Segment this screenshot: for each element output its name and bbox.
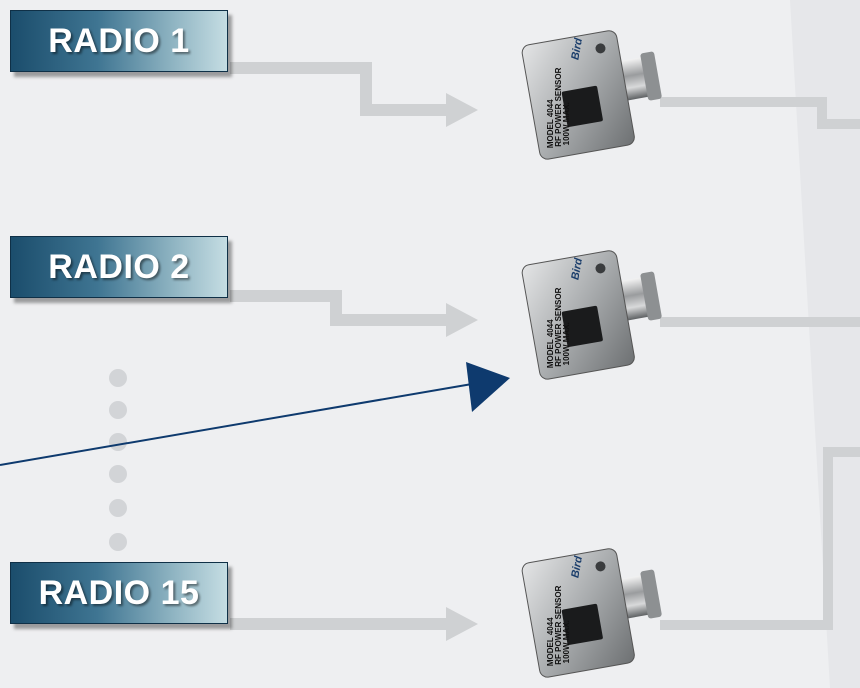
sensor-led [595, 561, 606, 572]
sensor-line-3: 100W MAX. [562, 620, 571, 663]
sensor-line-1: MODEL 4044 [546, 319, 555, 368]
connector-radio-1 [230, 62, 448, 116]
sensor-brand: Bird [569, 37, 585, 61]
output-line-1 [660, 97, 860, 129]
power-sensor-2: Bird MODEL 4044 RF POWER SENSOR 100W MAX… [521, 250, 662, 380]
background-right-band [790, 0, 860, 688]
radio-15-label: RADIO 15 [38, 573, 200, 612]
sensor-brand: Bird [569, 555, 585, 579]
sensor-line-2: RF POWER SENSOR [554, 585, 563, 664]
sensor-line-3: 100W MAX. [562, 322, 571, 365]
sensor-line-3: 100W MAX. [562, 102, 571, 145]
output-connectors [660, 97, 860, 630]
radio-1-label: RADIO 1 [48, 21, 190, 60]
output-line-15 [660, 447, 860, 630]
arrowhead-2 [446, 303, 478, 337]
arrowhead-15 [446, 607, 478, 641]
sensor-led [595, 263, 606, 274]
pointer-arrow-line [0, 383, 473, 466]
sensor-led [595, 43, 606, 54]
connector-radio-2 [230, 290, 448, 326]
radio-15-box: RADIO 15 [10, 562, 228, 624]
sensor-port [561, 603, 603, 645]
ellipsis-dots [109, 369, 127, 551]
power-sensor-15: Bird MODEL 4044 RF POWER SENSOR 100W MAX… [521, 548, 662, 678]
pointer-arrow-head [466, 362, 510, 412]
sensor-connector-nut [640, 51, 662, 101]
sensor-port [561, 85, 603, 127]
sensor-brand: Bird [569, 257, 585, 281]
sensor-connector-nut [640, 569, 662, 619]
radio-connectors [230, 62, 448, 630]
radio-2-label: RADIO 2 [48, 247, 190, 286]
sensor-line-2: RF POWER SENSOR [554, 287, 563, 366]
sensor-line-1: MODEL 4044 [546, 99, 555, 148]
radio-1-box: RADIO 1 [10, 10, 228, 72]
sensor-line-1: MODEL 4044 [546, 617, 555, 666]
sensor-connector-nut [640, 271, 662, 321]
power-sensor-1: Bird MODEL 4044 RF POWER SENSOR 100W MAX… [521, 30, 662, 160]
sensor-line-2: RF POWER SENSOR [554, 67, 563, 146]
radio-2-box: RADIO 2 [10, 236, 228, 298]
connector-arrowheads [446, 93, 478, 641]
arrowhead-1 [446, 93, 478, 127]
sensor-port [561, 305, 603, 347]
